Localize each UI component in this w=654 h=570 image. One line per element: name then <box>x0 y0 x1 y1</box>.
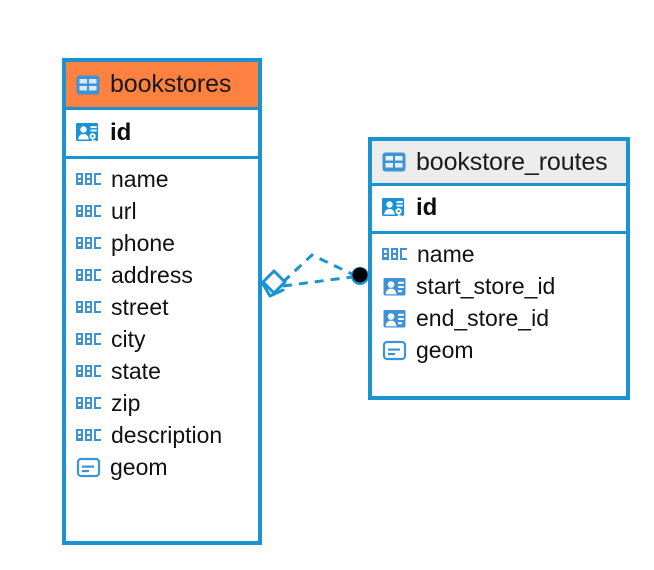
field-row[interactable]: address <box>66 259 258 291</box>
field-label: name <box>111 165 169 192</box>
field-label: url <box>111 197 137 224</box>
entity-table-bookstores[interactable]: bookstores id <box>62 58 262 545</box>
field-row[interactable]: name <box>372 238 626 270</box>
geometry-icon <box>382 338 407 363</box>
abc-text-icon <box>76 171 102 187</box>
foreign-key-icon <box>382 306 407 331</box>
relationship-line-upper <box>281 253 353 284</box>
entity-header-bookstores[interactable]: bookstores <box>66 62 258 110</box>
field-label: start_store_id <box>416 272 556 299</box>
primary-key-row-bookstores[interactable]: id <box>66 110 258 159</box>
field-row[interactable]: name <box>66 163 258 195</box>
primary-key-row-bookstore-routes[interactable]: id <box>372 186 626 234</box>
entity-table-bookstore-routes[interactable]: bookstore_routes id <box>368 137 630 400</box>
entity-title: bookstores <box>110 70 232 98</box>
abc-text-icon <box>76 235 102 251</box>
field-row[interactable]: state <box>66 355 258 387</box>
abc-text-icon <box>76 267 102 283</box>
field-label: name <box>417 240 475 267</box>
entity-header-bookstore-routes[interactable]: bookstore_routes <box>372 141 626 186</box>
field-label: state <box>111 357 161 384</box>
field-row[interactable]: start_store_id <box>372 270 626 302</box>
field-label: city <box>111 325 146 352</box>
field-label: zip <box>111 389 141 416</box>
foreign-key-icon <box>382 274 407 299</box>
field-row[interactable]: phone <box>66 227 258 259</box>
field-label: phone <box>111 229 175 256</box>
field-row[interactable]: description <box>66 419 258 451</box>
field-label: end_store_id <box>416 304 549 331</box>
abc-text-icon <box>76 203 102 219</box>
field-list-bookstores: name <box>66 159 258 488</box>
abc-text-icon <box>76 427 102 443</box>
primary-key-icon <box>381 195 407 221</box>
abc-text-icon <box>76 363 102 379</box>
primary-key-label: id <box>416 194 438 221</box>
field-label: address <box>111 261 193 288</box>
entity-title: bookstore_routes <box>416 147 608 176</box>
field-list-bookstore-routes: name start_store_id <box>372 234 626 371</box>
field-label: description <box>111 421 223 448</box>
field-row[interactable]: zip <box>66 387 258 419</box>
field-row[interactable]: geom <box>66 451 258 483</box>
field-label: geom <box>110 453 168 480</box>
abc-text-icon <box>76 395 102 411</box>
abc-text-icon <box>382 246 408 262</box>
field-label: geom <box>416 336 474 363</box>
abc-text-icon <box>76 331 102 347</box>
abc-text-icon <box>76 299 102 315</box>
geometry-icon <box>76 455 101 480</box>
relationship-line-lower <box>282 275 353 288</box>
table-icon <box>381 149 407 175</box>
primary-key-label: id <box>110 118 132 146</box>
field-row[interactable]: url <box>66 195 258 227</box>
primary-key-icon <box>75 120 101 146</box>
field-row[interactable]: end_store_id <box>372 302 626 334</box>
field-label: street <box>111 293 169 320</box>
field-row[interactable]: geom <box>372 334 626 366</box>
table-icon <box>75 72 101 98</box>
field-row[interactable]: city <box>66 323 258 355</box>
filled-circle-marker <box>351 267 369 285</box>
open-diamond-marker <box>261 269 287 298</box>
field-row[interactable]: street <box>66 291 258 323</box>
